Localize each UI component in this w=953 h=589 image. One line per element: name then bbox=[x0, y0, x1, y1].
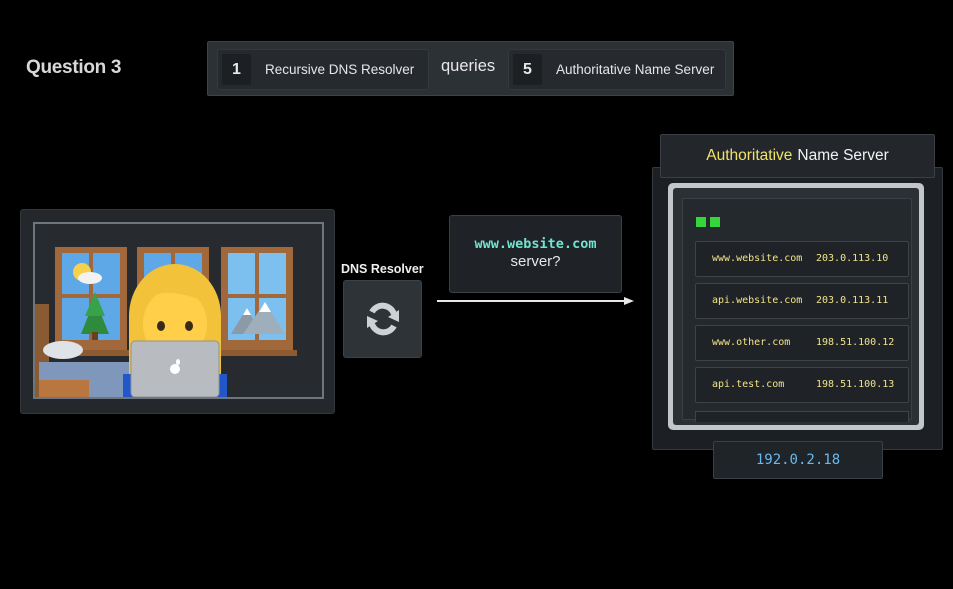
dns-record-row-partial bbox=[695, 411, 909, 422]
user-scene-illustration bbox=[33, 222, 324, 399]
auth-server-title-rest: Name Server bbox=[797, 147, 889, 164]
dns-record-ip: 203.0.113.10 bbox=[816, 253, 889, 264]
answer-bar: 1 Recursive DNS Resolver 5 Authoritative… bbox=[207, 41, 734, 96]
arrow-right-icon bbox=[437, 297, 634, 305]
auth-server-ip: 192.0.2.18 bbox=[713, 441, 883, 479]
auth-server-title: Authoritative Name Server bbox=[660, 134, 935, 178]
answer-slot-right-label: Authoritative Name Server bbox=[556, 62, 715, 77]
dns-record-row: www.website.com 203.0.113.10 bbox=[695, 241, 909, 277]
answer-slot-left[interactable]: 1 Recursive DNS Resolver bbox=[217, 49, 429, 90]
dns-resolver-box[interactable] bbox=[343, 280, 422, 358]
user-scene-card bbox=[20, 209, 335, 414]
question-title: Question 3 bbox=[26, 57, 122, 78]
auth-server-record-panel: www.website.com 203.0.113.10 api.website… bbox=[682, 198, 912, 422]
status-led-icon bbox=[710, 217, 720, 227]
query-text: server? bbox=[510, 253, 561, 270]
dns-record-domain: www.website.com bbox=[712, 253, 803, 264]
answer-slot-left-label: Recursive DNS Resolver bbox=[265, 62, 415, 77]
window-right-icon bbox=[217, 247, 297, 356]
query-domain: www.website.com bbox=[474, 236, 597, 252]
room-illustration bbox=[35, 247, 297, 397]
auth-server-monitor: www.website.com 203.0.113.10 api.website… bbox=[668, 183, 924, 430]
dns-record-ip: 203.0.113.11 bbox=[816, 295, 889, 306]
dns-record-domain: api.website.com bbox=[712, 295, 803, 306]
query-bubble: www.website.com server? bbox=[449, 215, 622, 293]
auth-server-title-highlight: Authoritative bbox=[706, 147, 793, 164]
dns-resolver-label: DNS Resolver bbox=[341, 262, 424, 276]
answer-slot-left-number: 1 bbox=[222, 54, 251, 85]
dns-record-row: www.other.com 198.51.100.12 bbox=[695, 325, 909, 361]
dns-record-ip: 198.51.100.12 bbox=[816, 337, 895, 348]
dns-record-ip: 198.51.100.13 bbox=[816, 379, 895, 390]
refresh-cycle-icon bbox=[366, 302, 399, 336]
answer-slot-right-number: 5 bbox=[513, 54, 542, 85]
dns-record-row: api.website.com 203.0.113.11 bbox=[695, 283, 909, 319]
bed-icon bbox=[35, 304, 129, 397]
dns-record-row: api.test.com 198.51.100.13 bbox=[695, 367, 909, 403]
auth-server-screen: www.website.com 203.0.113.10 api.website… bbox=[673, 188, 919, 425]
answer-connector-text: queries bbox=[441, 57, 496, 75]
dns-record-domain: api.test.com bbox=[712, 379, 785, 390]
laptop-icon bbox=[130, 340, 220, 397]
dns-record-domain: www.other.com bbox=[712, 337, 791, 348]
status-led-icon bbox=[696, 217, 706, 227]
answer-slot-right[interactable]: 5 Authoritative Name Server bbox=[508, 49, 726, 90]
window-left-icon bbox=[51, 247, 131, 356]
